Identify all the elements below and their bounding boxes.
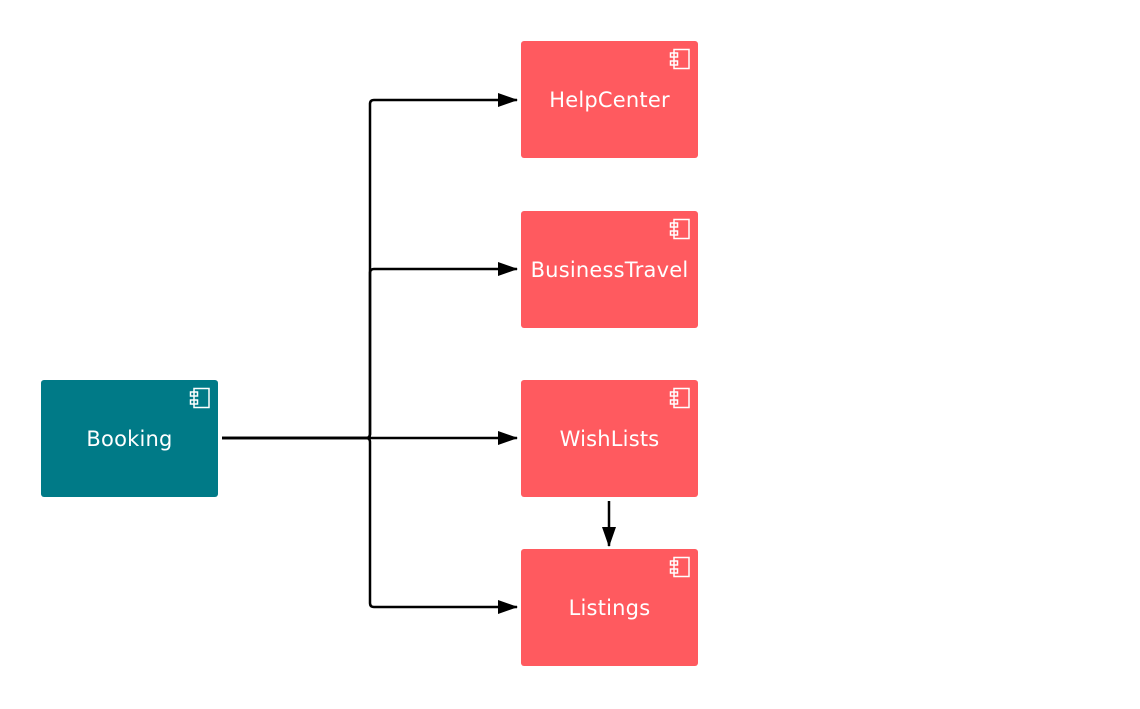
node-booking[interactable]: Booking bbox=[41, 380, 218, 497]
node-helpcenter[interactable]: HelpCenter bbox=[521, 41, 698, 158]
component-icon bbox=[669, 387, 690, 409]
node-label: Listings bbox=[568, 595, 651, 620]
node-label: Booking bbox=[86, 426, 173, 451]
node-listings[interactable]: Listings bbox=[521, 549, 698, 666]
node-label: HelpCenter bbox=[549, 87, 670, 112]
edge-booking-listings bbox=[222, 436, 518, 614]
node-businesstravel[interactable]: BusinessTravel bbox=[521, 211, 698, 328]
component-icon bbox=[189, 387, 210, 409]
node-label: WishLists bbox=[559, 426, 660, 451]
component-icon bbox=[669, 556, 690, 578]
node-label: BusinessTravel bbox=[530, 257, 689, 282]
edge-booking-businesstravel bbox=[222, 262, 518, 440]
node-wishlists[interactable]: WishLists bbox=[521, 380, 698, 497]
component-icon bbox=[669, 218, 690, 240]
component-icon bbox=[669, 48, 690, 70]
